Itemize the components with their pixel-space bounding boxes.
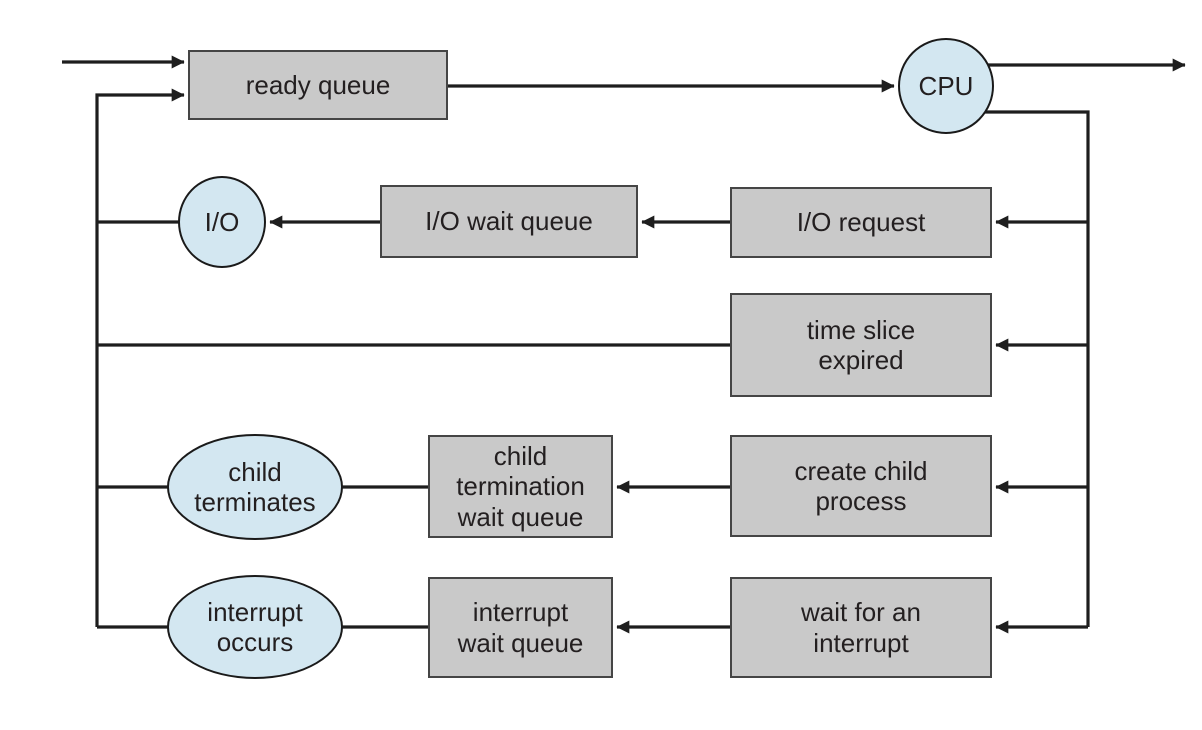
child-termination-wait-queue-box: child termination wait queue	[428, 435, 613, 538]
wait-for-interrupt-box: wait for an interrupt	[730, 577, 992, 678]
cpu-circle: CPU	[898, 38, 994, 134]
edge-cpu-right-trunk	[982, 110, 1090, 627]
interrupt-wait-queue-box: interrupt wait queue	[428, 577, 613, 678]
child-terminates-label: child terminates	[194, 456, 316, 517]
interrupt-wait-queue-label: interrupt wait queue	[457, 597, 584, 658]
io-label: I/O	[204, 206, 240, 237]
time-slice-expired-label: time slice expired	[806, 314, 916, 375]
io-wait-queue-label: I/O wait queue	[425, 206, 593, 237]
wait-for-interrupt-label: wait for an interrupt	[801, 597, 921, 658]
create-child-process-box: create child process	[730, 435, 992, 537]
child-termination-wait-queue-label: child termination wait queue	[456, 441, 585, 532]
edge-left-trunk-to-ready-queue	[95, 88, 185, 627]
create-child-process-label: create child process	[794, 455, 928, 516]
io-request-box: I/O request	[730, 187, 992, 258]
child-terminates-ellipse: child terminates	[167, 434, 343, 540]
ready-queue-label: ready queue	[245, 69, 391, 100]
ready-queue-box: ready queue	[188, 50, 448, 120]
io-wait-queue-box: I/O wait queue	[380, 185, 638, 258]
cpu-label: CPU	[918, 70, 974, 101]
interrupt-occurs-ellipse: interrupt occurs	[167, 575, 343, 679]
io-circle: I/O	[178, 176, 266, 268]
io-request-label: I/O request	[796, 207, 926, 238]
time-slice-expired-box: time slice expired	[730, 293, 992, 397]
interrupt-occurs-label: interrupt occurs	[207, 596, 303, 657]
